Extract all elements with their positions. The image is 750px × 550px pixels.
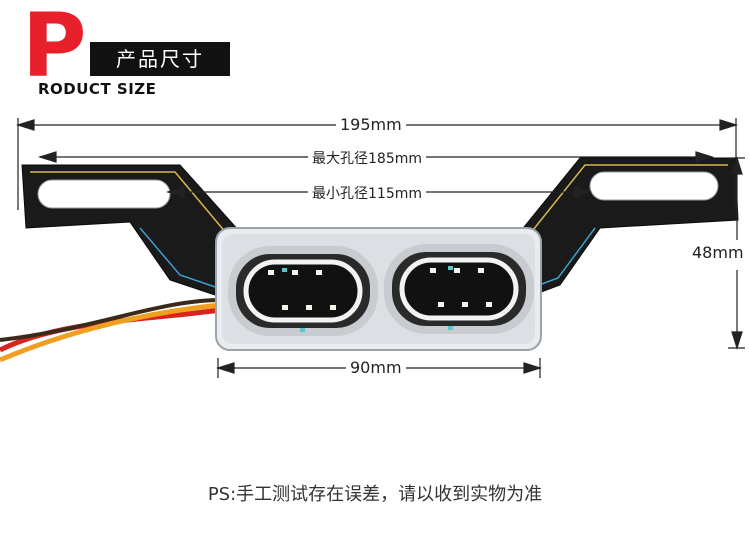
- dimension-min-hole: 最小孔径115mm: [308, 183, 426, 203]
- dimension-light-width: 90mm: [346, 358, 406, 377]
- page-title: 产品尺寸: [90, 42, 230, 76]
- dimension-total-width: 195mm: [336, 115, 406, 134]
- light-housing: [215, 227, 542, 351]
- wire-bundle: [0, 298, 221, 363]
- disclaimer-note: PS:手工测试存在误差，请以收到实物为准: [207, 484, 543, 505]
- logo-letter: P: [22, 0, 86, 97]
- page-subtitle: RODUCT SIZE: [38, 80, 157, 98]
- dimension-max-hole: 最大孔径185mm: [308, 148, 426, 168]
- dimension-height: 48mm: [688, 243, 748, 262]
